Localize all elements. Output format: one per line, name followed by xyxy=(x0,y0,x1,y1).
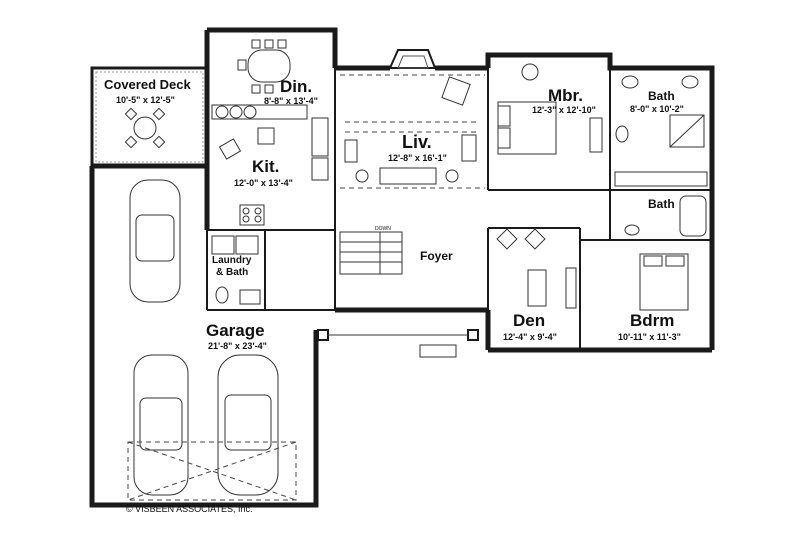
room-covered-deck: Covered Deck 10'-5" x 12'-5" xyxy=(104,77,191,105)
living-furniture xyxy=(344,76,477,185)
room-name: Bath xyxy=(648,197,675,211)
room-dimensions: 12'-3" x 12'-10" xyxy=(532,105,596,115)
room-name: Garage xyxy=(206,321,265,340)
room-name-line2: & Bath xyxy=(216,267,248,278)
staircase: DOWN xyxy=(339,226,403,275)
car-icon xyxy=(133,354,189,496)
ceiling-beams xyxy=(340,74,485,189)
interior-walls xyxy=(206,68,712,350)
room-bedroom: Bdrm 10'-11" x 11'-3" xyxy=(618,311,681,342)
room-name: Den xyxy=(513,311,545,330)
room-name: Laundry xyxy=(212,255,252,266)
room-master-bath: Bath 8'-0" x 10'-2" xyxy=(630,89,684,114)
stair-label: DOWN xyxy=(375,226,391,232)
master-bath-fixtures xyxy=(614,75,708,187)
car-icon xyxy=(129,179,181,303)
room-foyer: Foyer xyxy=(420,249,453,263)
room-den: Den 12'-4" x 9'-4" xyxy=(503,311,557,342)
room-kitchen: Kit. 12'-0" x 13'-4" xyxy=(234,157,293,188)
master-bed-icon xyxy=(497,63,603,155)
room-garage: Garage 21'-8" x 23'-4" xyxy=(206,321,267,351)
room-bath2: Bath xyxy=(648,197,675,211)
car-icon xyxy=(217,354,279,496)
room-name: Liv. xyxy=(402,132,432,152)
deck-table-icon xyxy=(124,107,166,149)
room-name: Mbr. xyxy=(548,86,583,105)
dining-table-icon xyxy=(237,39,291,94)
room-master: Mbr. 12'-3" x 12'-10" xyxy=(532,86,596,115)
fireplace-icon xyxy=(388,49,437,69)
room-dimensions: 12'-0" x 13'-4" xyxy=(234,178,293,188)
room-dimensions: 21'-8" x 23'-4" xyxy=(208,341,267,351)
room-name: Kit. xyxy=(252,157,279,176)
room-name: Bath xyxy=(648,89,675,103)
laundry-fixtures xyxy=(211,235,261,305)
room-name: Foyer xyxy=(420,249,453,263)
room-dimensions: 12'-4" x 9'-4" xyxy=(503,332,557,342)
room-name: Bdrm xyxy=(630,311,674,330)
bedroom-bed-icon xyxy=(639,253,689,311)
exterior-walls xyxy=(89,27,715,508)
garage-door-lines xyxy=(127,441,297,501)
room-laundry: Laundry & Bath xyxy=(212,255,252,278)
bath2-fixtures xyxy=(624,195,707,237)
den-furniture xyxy=(496,228,577,309)
front-steps xyxy=(317,329,479,358)
room-name: Din. xyxy=(280,77,312,96)
room-living: Liv. 12'-8" x 16'-1" xyxy=(388,132,447,163)
room-dimensions: 12'-8" x 16'-1" xyxy=(388,153,447,163)
kitchen-fixtures xyxy=(211,104,329,226)
room-dimensions: 10'-5" x 12'-5" xyxy=(116,95,175,105)
room-dining: Din. 8'-8" x 13'-4" xyxy=(264,77,318,106)
copyright-text: © VISBEEN ASSOCIATES, Inc. xyxy=(126,504,253,514)
room-dimensions: 10'-11" x 11'-3" xyxy=(618,332,681,342)
room-dimensions: 8'-8" x 13'-4" xyxy=(264,96,318,106)
room-name: Covered Deck xyxy=(104,77,191,92)
room-dimensions: 8'-0" x 10'-2" xyxy=(630,104,684,114)
